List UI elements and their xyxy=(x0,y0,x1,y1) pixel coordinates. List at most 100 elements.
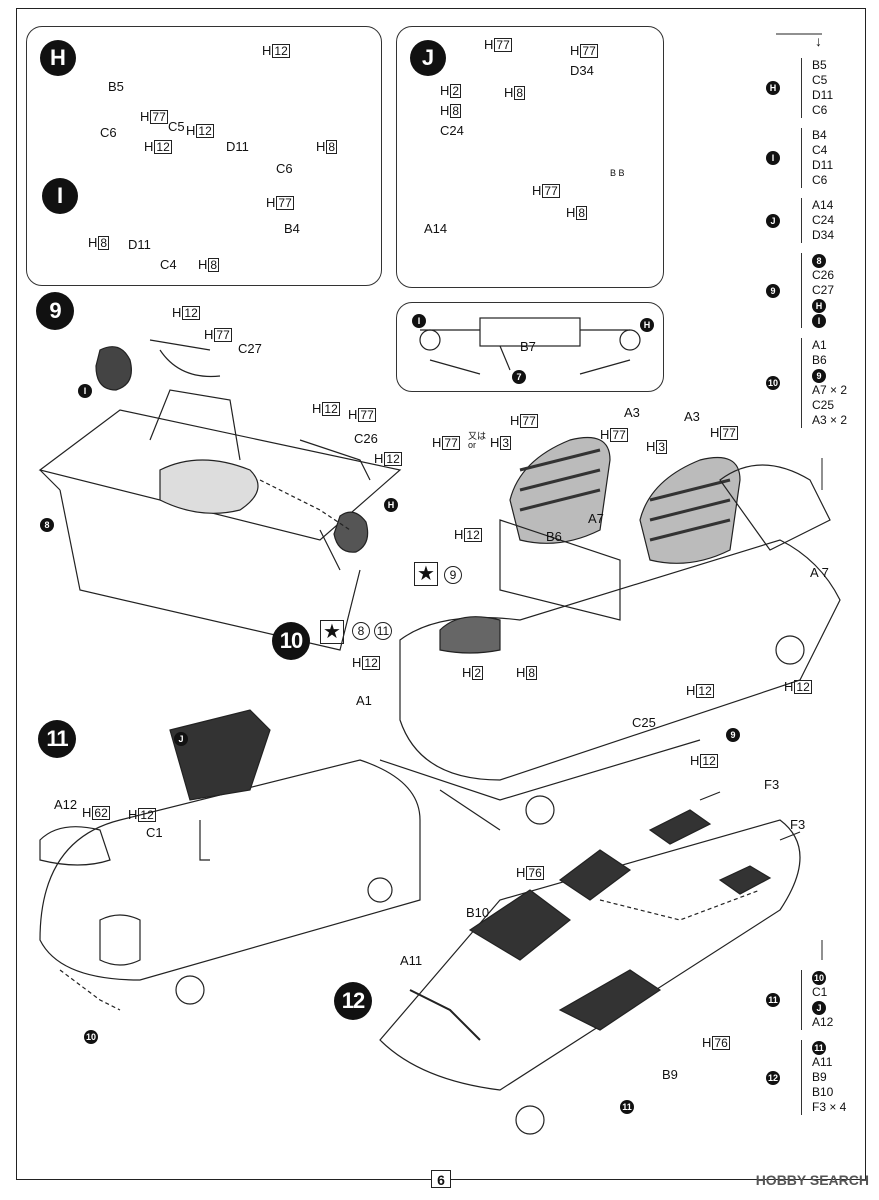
label-d11: D11 xyxy=(226,139,249,154)
label-c6: C6 xyxy=(276,161,293,176)
sequence-item: C5 xyxy=(812,73,828,87)
label-a3-a: A3 xyxy=(624,405,640,420)
sequence-item: A3 × 2 xyxy=(812,413,848,427)
sequence-group-i: I B4 C4 D11 C6 xyxy=(766,128,847,188)
label-c5: C5 xyxy=(168,119,185,134)
sequence-badge-9: 9 xyxy=(766,283,780,298)
label-d11-i: D11 xyxy=(128,237,151,252)
sequence-item: F3 × 4 xyxy=(812,1100,847,1114)
ref-circle-8: 8 xyxy=(352,622,370,640)
label-c4: C4 xyxy=(160,257,177,272)
axle-h-badge: H xyxy=(640,318,654,332)
step9-h-badge: H xyxy=(384,498,398,512)
sequence-group-12: 12 11 A11 B9 B10 F3 × 4 xyxy=(766,1040,847,1115)
step11-body xyxy=(39,709,421,1011)
sequence-ref-badge: 10 xyxy=(812,970,826,985)
sequence-badge-i: I xyxy=(766,151,780,165)
label-c26: C26 xyxy=(354,431,378,446)
label-f3-b: F3 xyxy=(790,817,806,832)
ref-circle-11: 11 xyxy=(374,622,392,640)
label-b9: B9 xyxy=(662,1067,678,1082)
sequence-badge-11: 11 xyxy=(766,993,780,1007)
label-c6-i: C6 xyxy=(100,125,117,140)
sequence-group-11: 11 10 C1 J A12 xyxy=(766,970,846,1030)
label-bb: B B xyxy=(610,168,625,178)
label-c24: C24 xyxy=(440,123,464,138)
sequence-item: B6 xyxy=(812,353,827,367)
ref-circle-9: 9 xyxy=(444,566,462,584)
sequence-badge-h: H xyxy=(766,81,780,95)
watermark: HOBBY SEARCH xyxy=(755,1172,869,1188)
star-mark-10: ★ xyxy=(320,620,344,644)
sequence-item: A14 xyxy=(812,198,834,212)
sequence-item: D11 xyxy=(812,158,834,172)
sequence-item: C1 xyxy=(812,985,828,999)
label-c25: C25 xyxy=(632,715,656,730)
sequence-item: B5 xyxy=(812,58,827,72)
sequence-group-h: H B5 C5 D11 C6 xyxy=(766,58,847,118)
sequence-item: B9 xyxy=(812,1070,827,1084)
sequence-item: C4 xyxy=(812,143,828,157)
sequence-ref-badge: J xyxy=(812,1000,826,1015)
sequence-item: C26 xyxy=(812,268,835,282)
sequence-item: C27 xyxy=(812,283,835,297)
label-b6: B6 xyxy=(546,529,562,544)
label-a14: A14 xyxy=(424,221,448,236)
inset-h-i-panel xyxy=(26,26,382,286)
sequence-item: C24 xyxy=(812,213,835,227)
sequence-top-arrow: ↓ xyxy=(815,33,822,49)
inset-7-axle xyxy=(419,317,641,375)
label-a7-a: A7 xyxy=(588,511,604,526)
sequence-item: A7 × 2 xyxy=(812,383,848,397)
sequence-item: D11 xyxy=(812,88,834,102)
subassembly-h-badge: H xyxy=(40,40,76,76)
inset-axle-panel xyxy=(396,302,664,392)
label-b5: B5 xyxy=(108,79,124,94)
label-a11: A11 xyxy=(400,953,423,968)
step-12-badge: 12 xyxy=(334,982,372,1020)
sequence-badge-10: 10 xyxy=(766,376,780,390)
step9-8-badge: 8 xyxy=(40,518,54,532)
sequence-item: D34 xyxy=(812,228,835,242)
step-11-badge: 11 xyxy=(38,720,76,758)
label-b4: B4 xyxy=(284,221,300,236)
subassembly-i-badge: I xyxy=(42,178,78,214)
sequence-list-lower: 11 10 C1 J A12 12 11 A11 B9 B10 F3 × 4 xyxy=(766,970,847,1115)
sequence-badge-12: 12 xyxy=(766,1070,780,1085)
sequence-ref-badge: 9 xyxy=(812,368,826,383)
label-d34: D34 xyxy=(570,63,594,78)
label-a12: A12 xyxy=(54,797,78,812)
star-mark-9: ★ xyxy=(414,562,438,586)
sequence-item: B4 xyxy=(812,128,827,142)
sequence-list: H B5 C5 D11 C6 I B4 C4 D11 C6 J A14 C24 … xyxy=(766,58,848,464)
